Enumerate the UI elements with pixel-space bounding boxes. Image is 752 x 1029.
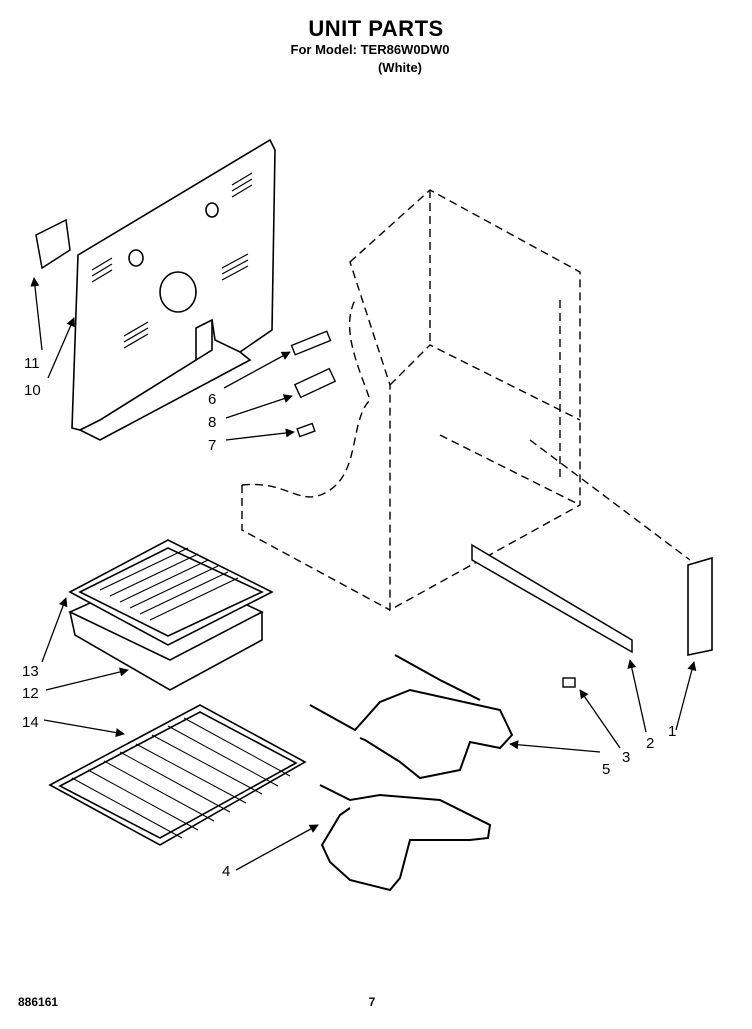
page-number: 7 bbox=[368, 995, 376, 1009]
callout-11: 11 bbox=[24, 355, 40, 372]
oven-rack bbox=[48, 704, 307, 846]
callout-14: 14 bbox=[22, 714, 39, 731]
callout-7: 7 bbox=[208, 437, 216, 454]
mounting-bracket bbox=[35, 218, 71, 270]
clip bbox=[296, 422, 316, 438]
callout-6: 6 bbox=[208, 391, 216, 408]
broil-element bbox=[309, 654, 514, 780]
callout-12: 12 bbox=[22, 685, 39, 702]
document-number: 886161 bbox=[18, 995, 59, 1009]
terminal-block bbox=[290, 330, 332, 356]
callout-8: 8 bbox=[208, 414, 216, 431]
page-title: UNIT PARTS bbox=[308, 16, 444, 41]
callout-4: 4 bbox=[222, 863, 230, 880]
callout-1: 1 bbox=[668, 723, 676, 740]
side-trim bbox=[471, 543, 633, 654]
model-line: For Model: TER86W0DW0 bbox=[290, 42, 450, 57]
rear-panel bbox=[71, 138, 276, 441]
broiler-pan bbox=[68, 539, 274, 691]
callout-2: 2 bbox=[646, 735, 654, 752]
screw bbox=[562, 677, 576, 688]
callout-10: 10 bbox=[24, 382, 41, 399]
cover-plate bbox=[293, 367, 337, 399]
end-cap bbox=[687, 556, 713, 656]
oven-cavity-outline bbox=[241, 189, 691, 612]
color-variant: (White) bbox=[377, 60, 423, 75]
bake-element bbox=[319, 784, 492, 892]
callout-13: 13 bbox=[22, 663, 39, 680]
callout-5: 5 bbox=[602, 761, 610, 778]
leader-lines bbox=[30, 277, 697, 871]
callout-3: 3 bbox=[622, 749, 630, 766]
